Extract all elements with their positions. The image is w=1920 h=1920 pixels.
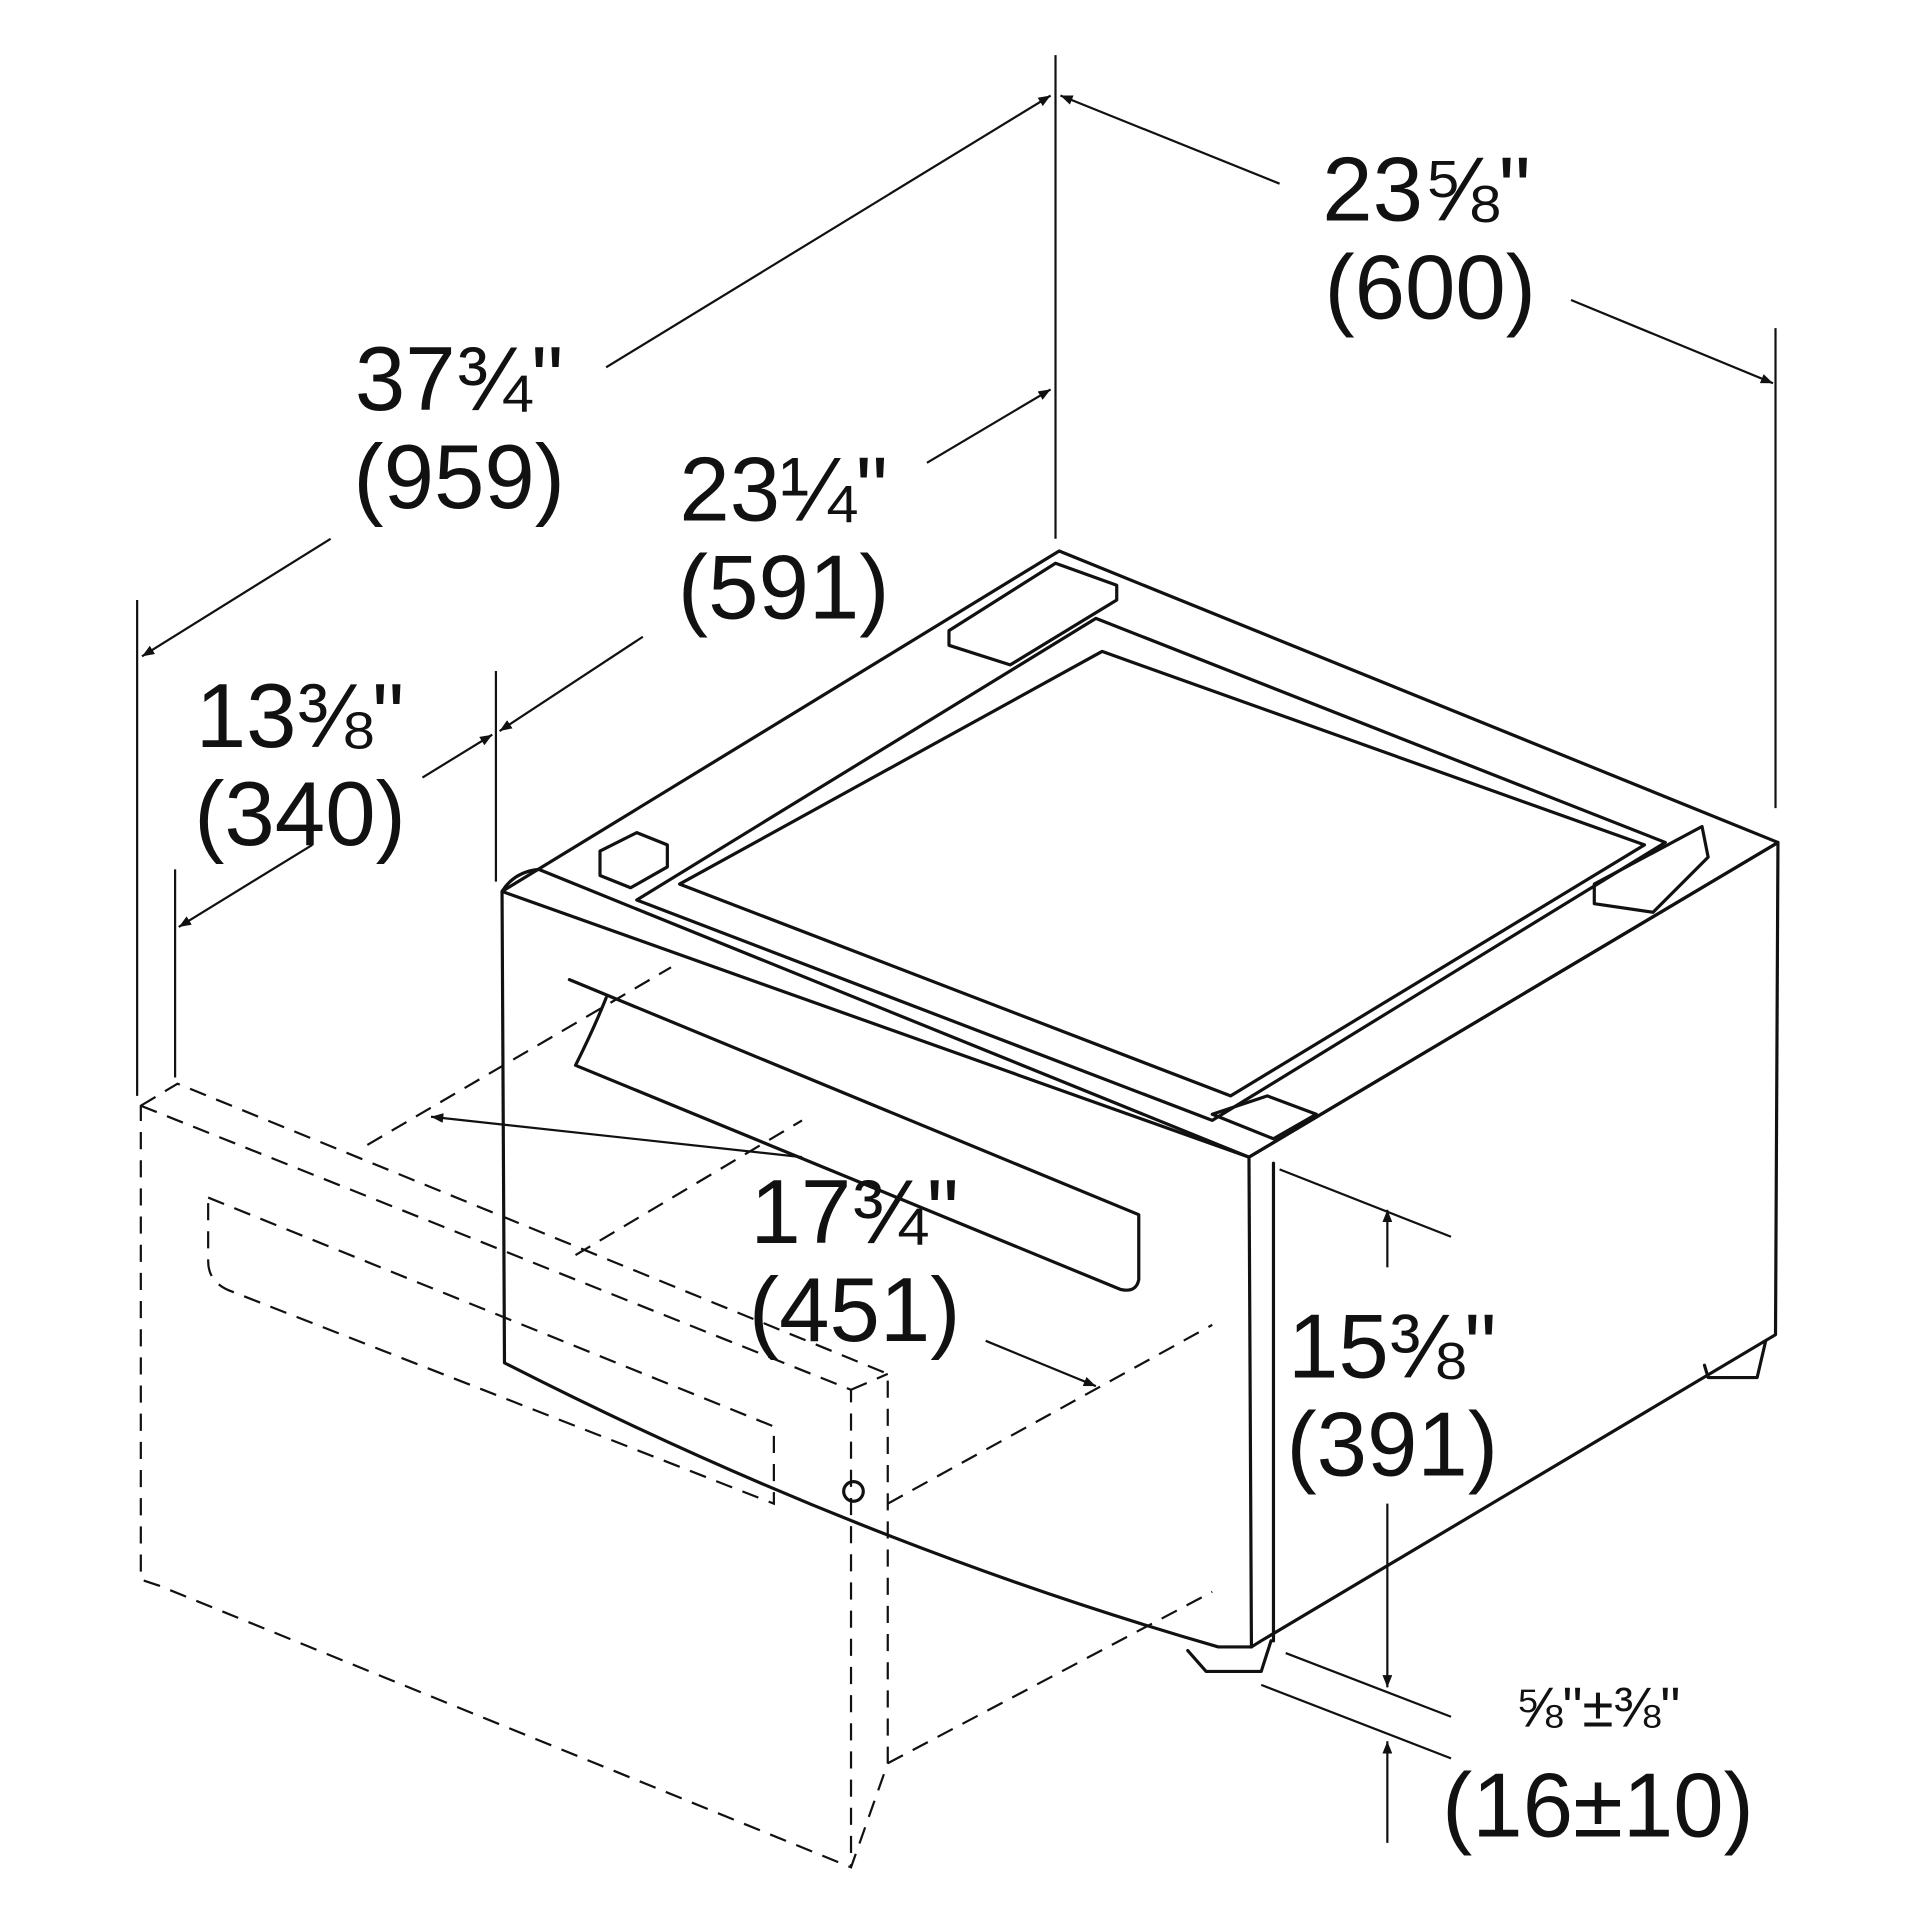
extension-lines xyxy=(136,55,1777,1760)
height-mm: (391) xyxy=(1286,1395,1498,1496)
body-depth-inch: 23¼" xyxy=(679,439,888,540)
body-depth-mm: (591) xyxy=(678,537,890,638)
foot xyxy=(1186,1639,1273,1674)
pedestal-body xyxy=(500,549,1780,1674)
foot-adjust-mm: (16±10) xyxy=(1442,1756,1754,1857)
drawer-width-inch: 17¾" xyxy=(750,1162,959,1263)
width-inch: 23⅝" xyxy=(1322,139,1531,240)
top-recess-inner xyxy=(678,649,1647,1098)
lock-icon xyxy=(842,1480,865,1503)
front-panel xyxy=(500,867,1254,1649)
dimension-lines xyxy=(141,94,1774,1843)
drawer-extension-mm: (340) xyxy=(194,764,406,865)
total-depth-mm: (959) xyxy=(353,427,565,528)
foot-adjust-inch: ⅝"±⅜" xyxy=(1516,1676,1681,1739)
side-panel xyxy=(1247,840,1780,1649)
top-recess-outer xyxy=(635,616,1667,1123)
top-face xyxy=(500,549,1780,1159)
height-inch: 15⅜" xyxy=(1288,1297,1497,1398)
drawer-extension-inch: 13⅜" xyxy=(196,666,405,767)
total-depth-inch: 37¾" xyxy=(355,329,564,430)
extended-drawer-outline xyxy=(139,966,1213,1869)
drawer-width-mm: (451) xyxy=(749,1260,961,1361)
width-mm: (600) xyxy=(1324,237,1536,338)
drawer-handle xyxy=(567,978,1141,1292)
corner-pad xyxy=(947,561,1119,667)
dimension-labels: 37¾" (959) 23⅝" (600) 23¼" (591) 13⅜" (3… xyxy=(194,139,1754,1856)
